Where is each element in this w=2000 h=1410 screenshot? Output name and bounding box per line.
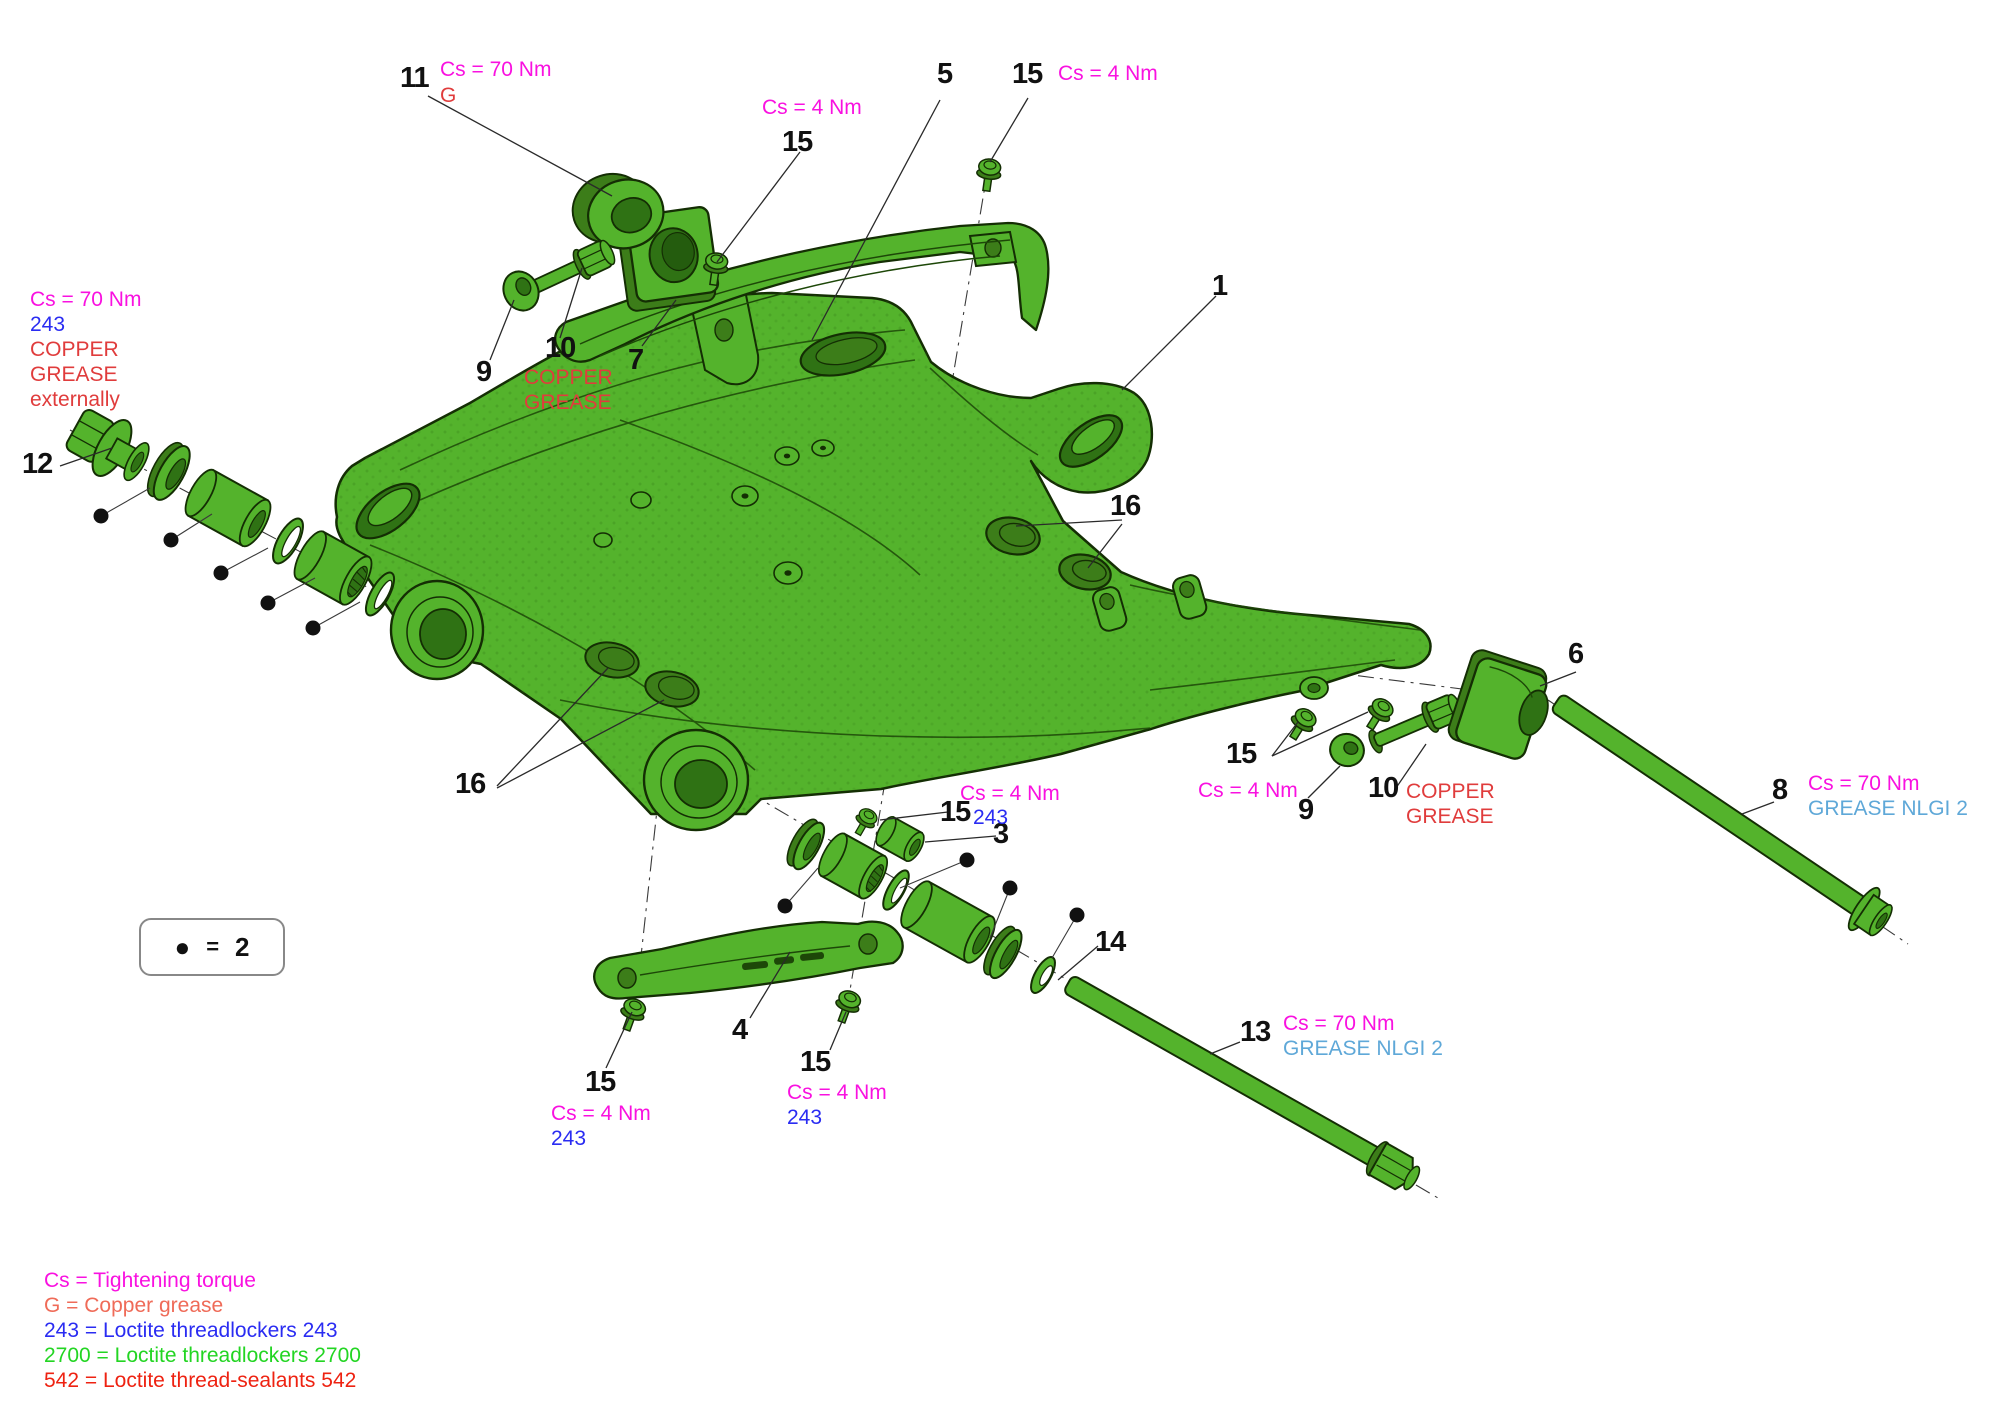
chain-plug-icon bbox=[584, 641, 640, 679]
chain-plug-icon bbox=[644, 670, 700, 708]
grease-nlgi-note-13: GREASE NLGI 2 bbox=[1283, 1037, 1443, 1060]
callout-9-left: 9 bbox=[476, 356, 492, 388]
loctite-note-15-br: 243 bbox=[787, 1106, 823, 1129]
torque-note-15-topright: Cs = 4 Nm bbox=[1058, 62, 1158, 85]
callout-10-left: 10 bbox=[545, 332, 576, 364]
legend-thread-sealants-542: 542 = Loctite thread-sealants 542 bbox=[44, 1369, 357, 1392]
quantity-dots bbox=[93, 487, 1085, 959]
callout-15-mid: 15 bbox=[940, 796, 971, 828]
left-pivot-boss bbox=[389, 579, 485, 681]
bolt-10-left bbox=[522, 239, 616, 297]
callout-11: 11 bbox=[400, 62, 430, 94]
loctite-note-15-mid: 243 bbox=[973, 806, 1009, 829]
adjuster-block-7 bbox=[617, 206, 720, 312]
torque-note-13: Cs = 70 Nm bbox=[1283, 1012, 1395, 1035]
equals-sign: = bbox=[206, 934, 220, 959]
pin-3 bbox=[875, 815, 925, 863]
seal-ring bbox=[786, 818, 826, 871]
callout-10-right: 10 bbox=[1368, 772, 1399, 804]
lower-chain-guide bbox=[593, 920, 904, 1000]
copper-note-10-right: COPPER bbox=[1406, 780, 1495, 803]
quantity-value: 2 bbox=[235, 931, 250, 962]
callout-15-bottom-right: 15 bbox=[800, 1046, 831, 1078]
swingarm-body bbox=[334, 291, 1432, 832]
seal-ring bbox=[983, 925, 1023, 980]
torque-note-15-br: Cs = 4 Nm bbox=[787, 1081, 887, 1104]
callout-7: 7 bbox=[628, 344, 644, 376]
callout-14: 14 bbox=[1095, 926, 1126, 958]
washer-14 bbox=[1030, 956, 1056, 994]
grease-note-10-left: GREASE bbox=[524, 391, 612, 414]
callout-15-top: 15 bbox=[782, 126, 813, 158]
callout-4: 4 bbox=[732, 1014, 748, 1046]
copper-grease-note-11: G bbox=[440, 84, 457, 107]
copper-note-10-left: COPPER bbox=[524, 366, 613, 389]
callout-3: 3 bbox=[993, 818, 1009, 850]
legend-tightening-torque: Cs = Tightening torque bbox=[44, 1269, 256, 1292]
externally-note-12: externally bbox=[30, 388, 120, 411]
copper-note-12: COPPER bbox=[30, 338, 119, 361]
leader-lines bbox=[59, 95, 1775, 1069]
dot-symbol: ● bbox=[174, 932, 191, 962]
adjuster-block-6 bbox=[1447, 649, 1549, 760]
spacer-tube bbox=[184, 468, 272, 548]
linkage-axle-13 bbox=[1064, 975, 1421, 1191]
callout-16-upper: 16 bbox=[1110, 490, 1141, 522]
axle-nut-11 bbox=[571, 173, 665, 250]
needle-bearing bbox=[293, 530, 373, 606]
thin-ring bbox=[882, 869, 910, 911]
grease-note-10-right: GREASE bbox=[1406, 805, 1494, 828]
washer-9-left bbox=[502, 270, 540, 312]
torque-note-15-bl: Cs = 4 Nm bbox=[551, 1102, 651, 1125]
legend-copper-grease: G = Copper grease bbox=[44, 1294, 224, 1317]
pivot-axle-8 bbox=[1551, 694, 1893, 937]
callout-16-lower: 16 bbox=[455, 768, 486, 800]
callout-8: 8 bbox=[1772, 774, 1788, 806]
callout-13: 13 bbox=[1240, 1016, 1271, 1048]
legend-threadlockers-2700: 2700 = Loctite threadlockers 2700 bbox=[44, 1344, 361, 1367]
lower-pivot-boss bbox=[642, 728, 750, 832]
callout-12: 12 bbox=[22, 448, 53, 480]
grease-note-12: GREASE bbox=[30, 363, 118, 386]
grease-nlgi-note-8: GREASE NLGI 2 bbox=[1808, 797, 1968, 820]
spacer-tube bbox=[900, 880, 996, 964]
callout-15-right: 15 bbox=[1226, 738, 1257, 770]
loctite-note-12: 243 bbox=[30, 313, 66, 336]
torque-note-11: Cs = 70 Nm bbox=[440, 58, 552, 81]
loctite-note-15-bl: 243 bbox=[551, 1127, 587, 1150]
legend: Cs = Tightening torque G = Copper grease… bbox=[44, 1268, 361, 1393]
callout-1: 1 bbox=[1212, 270, 1228, 302]
torque-note-15-right: Cs = 4 Nm bbox=[1198, 779, 1298, 802]
torque-note-12: Cs = 70 Nm bbox=[30, 288, 142, 311]
embossed-logo bbox=[742, 952, 825, 971]
legend-threadlockers-243: 243 = Loctite threadlockers 243 bbox=[44, 1319, 338, 1342]
seal-ring bbox=[146, 441, 191, 501]
callout-15-topright: 15 bbox=[1012, 58, 1043, 90]
callout-6: 6 bbox=[1568, 638, 1584, 670]
thin-ring bbox=[364, 571, 396, 617]
chain-plug-icon bbox=[1058, 553, 1112, 591]
callout-5: 5 bbox=[937, 58, 953, 90]
quantity-legend-box: ● = 2 bbox=[139, 918, 285, 976]
torque-note-8: Cs = 70 Nm bbox=[1808, 772, 1920, 795]
torque-note-15-top: Cs = 4 Nm bbox=[762, 96, 862, 119]
needle-bearing bbox=[817, 832, 889, 900]
chain-plug-icon bbox=[985, 516, 1041, 556]
washer-9-right bbox=[1329, 732, 1365, 768]
callout-15-bottom-left: 15 bbox=[585, 1066, 616, 1098]
callout-9-right: 9 bbox=[1298, 794, 1314, 826]
thin-ring bbox=[272, 517, 304, 565]
torque-note-15-mid: Cs = 4 Nm bbox=[960, 782, 1060, 805]
